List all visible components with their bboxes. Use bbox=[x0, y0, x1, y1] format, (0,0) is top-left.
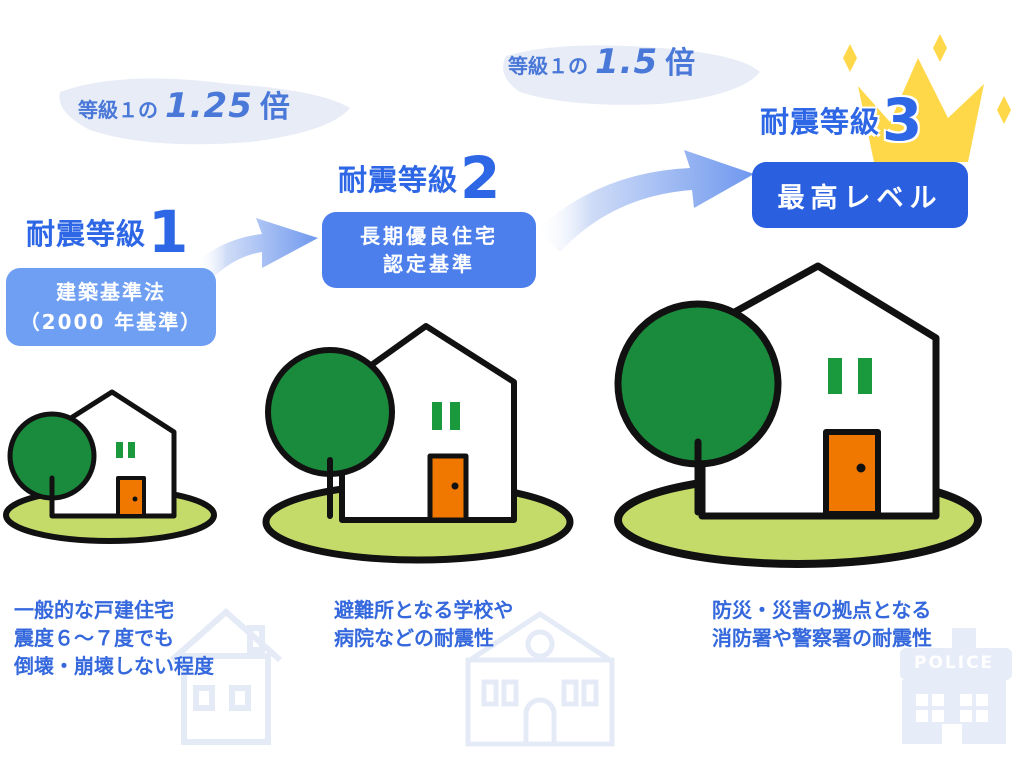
grade-3-title-text: 耐震等級 bbox=[760, 105, 881, 139]
tree-2 bbox=[265, 347, 395, 477]
grade-1-title: 耐震等級1 bbox=[26, 198, 189, 266]
grade-1-number: 1 bbox=[148, 198, 190, 266]
ratio-2-suffix: 倍 bbox=[665, 46, 696, 81]
grade-1-description: 一般的な戸建住宅 震度６～７度でも 倒壊・崩壊しない程度 bbox=[14, 596, 214, 680]
grade-3-standard-box: 最高レベル bbox=[752, 162, 968, 228]
grade-3-desc-line1: 防災・災害の拠点となる bbox=[712, 598, 932, 622]
house-3-illustration bbox=[614, 262, 982, 568]
grade-2-standard-line2: 認定基準 bbox=[383, 252, 475, 276]
grade-2-number: 2 bbox=[460, 144, 502, 212]
grade-1-standard-box: 建築基準法 （2000 年基準） bbox=[6, 268, 216, 346]
grade-1-standard-line2: （2000 年基準） bbox=[19, 310, 203, 334]
sparkle-icon bbox=[843, 34, 1011, 124]
crown-icon bbox=[858, 58, 984, 162]
grade-1-desc-line1: 一般的な戸建住宅 bbox=[14, 598, 174, 622]
grade-3-description: 防災・災害の拠点となる 消防署や警察署の耐震性 bbox=[712, 596, 932, 652]
grade-1-standard-line1: 建築基準法 bbox=[56, 280, 166, 304]
ratio-2-prefix: 等級１の bbox=[508, 54, 588, 78]
grade-2-title-text: 耐震等級 bbox=[338, 163, 459, 197]
grade-3-number: 3 bbox=[882, 86, 924, 154]
ratio-label-2: 等級１の 1.5 倍 bbox=[508, 38, 695, 82]
grade-2-desc-line1: 避難所となる学校や bbox=[334, 598, 514, 622]
grade-2-desc-line2: 病院などの耐震性 bbox=[334, 626, 494, 650]
ratio-1-suffix: 倍 bbox=[259, 90, 290, 125]
ratio-1-value: 1.25 bbox=[164, 86, 253, 126]
grade-3-standard-line1: 最高レベル bbox=[777, 182, 943, 214]
house-watermark-icon bbox=[170, 607, 282, 745]
grade-1-desc-line3: 倒壊・崩壊しない程度 bbox=[14, 654, 214, 678]
ratio-cloud-2 bbox=[503, 45, 760, 105]
school-watermark-icon bbox=[465, 611, 615, 747]
ratio-1-prefix: 等級１の bbox=[78, 98, 158, 122]
grade-2-description: 避難所となる学校や 病院などの耐震性 bbox=[334, 596, 513, 652]
house-1-illustration bbox=[3, 389, 217, 544]
grade-1-title-text: 耐震等級 bbox=[26, 217, 147, 251]
ratio-2-value: 1.5 bbox=[594, 42, 659, 82]
police-sign-label: POLICE bbox=[914, 653, 995, 673]
ratio-cloud-1 bbox=[59, 78, 350, 145]
grade-1-desc-line2: 震度６～７度でも bbox=[14, 626, 174, 650]
arrow-1-to-2 bbox=[196, 218, 318, 280]
grade-3-title: 耐震等級3 bbox=[760, 86, 923, 154]
grade-2-standard-box: 長期優良住宅 認定基準 bbox=[322, 212, 536, 288]
police-station-watermark-icon bbox=[900, 628, 1012, 744]
house-2-illustration bbox=[262, 323, 574, 564]
ratio-label-1: 等級１の 1.25 倍 bbox=[78, 82, 290, 126]
grade-2-standard-line1: 長期優良住宅 bbox=[360, 224, 498, 248]
grade-2-title: 耐震等級2 bbox=[338, 144, 501, 212]
grade-3-desc-line2: 消防署や警察署の耐震性 bbox=[712, 626, 932, 650]
arrow-2-to-3 bbox=[536, 150, 754, 252]
